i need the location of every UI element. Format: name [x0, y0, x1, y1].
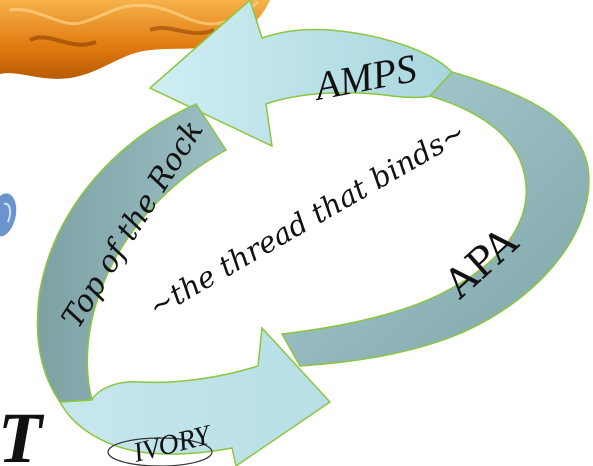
band-top-arrow	[148, 0, 454, 148]
corner-letter: T	[0, 398, 45, 466]
blue-swirl-graphic	[0, 193, 17, 237]
band-right	[280, 71, 590, 367]
band-bottom-arrow	[58, 326, 332, 466]
bottom-ellipse-outline	[107, 437, 213, 466]
